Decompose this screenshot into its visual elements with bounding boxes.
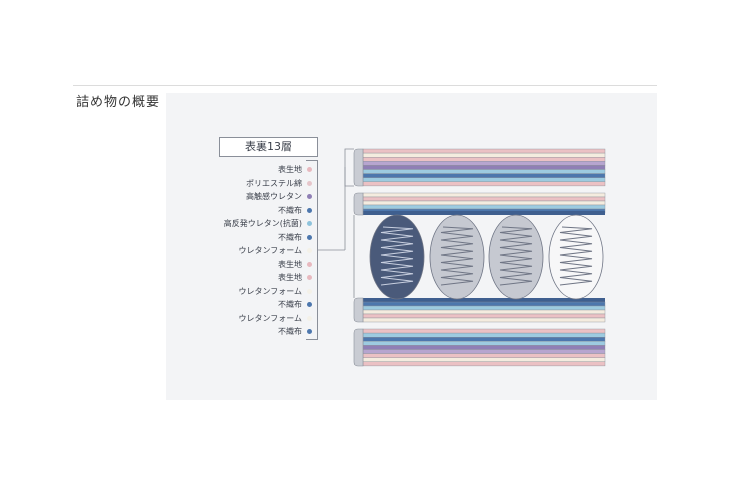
- spring-coil: [559, 226, 593, 286]
- side-cap: [353, 148, 364, 187]
- bottom-stripe-layer: [362, 357, 606, 363]
- legend-color-dot: [307, 315, 312, 321]
- bottom-stripe-layer: [362, 337, 606, 342]
- legend-item: 不織布: [278, 298, 312, 311]
- legend-item: 表生地: [278, 258, 312, 271]
- legend-label: 高触感ウレタン: [246, 192, 302, 201]
- section-divider: [73, 85, 657, 86]
- bottom-stripe-layer: [362, 353, 606, 358]
- lower-inner-stripe-layer: [362, 317, 606, 323]
- legend-color-dot: [307, 275, 312, 280]
- legend-color-dot: [307, 234, 312, 240]
- top-stripe-layer: [362, 173, 606, 178]
- legend-item: 高反発ウレタン(抗菌): [224, 217, 312, 230]
- legend-item: 不織布: [278, 231, 312, 244]
- lower-inner-stripe-layer: [362, 301, 606, 307]
- bottom-stripe-layer: [362, 349, 606, 354]
- legend-color-dot: [307, 221, 312, 226]
- legend-label: ウレタンフォーム: [238, 286, 302, 296]
- legend-label: ウレタンフォーム: [238, 246, 302, 255]
- section-title: 詰め物の概要: [76, 95, 161, 110]
- layer-count-heading: 表裏13層: [219, 137, 318, 157]
- legend-item: 不織布: [278, 325, 312, 338]
- spring-coil: [380, 226, 414, 286]
- legend-color-dot: [307, 302, 312, 307]
- legend-color-dot: [307, 167, 312, 172]
- spring-coil: [499, 226, 533, 286]
- lower-inner-stripe-layer: [362, 309, 606, 315]
- legend-label: ポリエステル綿: [246, 178, 302, 188]
- legend-item: ウレタンフォーム: [238, 285, 312, 298]
- bottom-stripe-layer: [362, 328, 606, 334]
- legend-item: 表生地: [278, 163, 312, 176]
- lower-nonwoven-layer: [363, 298, 605, 302]
- bottom-stripe-layer: [362, 361, 606, 367]
- legend-color-dot: [307, 194, 312, 199]
- legend-label: 不織布: [278, 327, 302, 336]
- upper-inner-stripe-layer: [362, 204, 606, 210]
- side-cap: [353, 297, 364, 323]
- side-cap: [353, 328, 364, 367]
- legend-item: 表生地: [278, 271, 312, 284]
- top-stripe-layer: [362, 152, 606, 158]
- top-stripe-layer: [362, 181, 606, 187]
- top-stripe-layer: [362, 169, 606, 174]
- legend-item: 高触感ウレタン: [246, 190, 312, 203]
- legend-label: 表生地: [278, 165, 302, 174]
- legend-label: 表生地: [278, 273, 302, 282]
- legend-bracket: [306, 160, 318, 340]
- legend-label: 表生地: [278, 259, 302, 269]
- legend-color-dot: [307, 248, 312, 253]
- top-stripe-layer: [362, 156, 606, 162]
- lower-inner-stripe-layer: [362, 313, 606, 319]
- upper-nonwoven-layer: [363, 211, 605, 215]
- legend-item: ウレタンフォーム: [238, 312, 312, 325]
- guide-line: [344, 148, 354, 187]
- legend-item: ポリエステル綿: [246, 177, 312, 190]
- top-stripe-layer: [362, 148, 606, 154]
- upper-inner-stripe-layer: [362, 192, 606, 198]
- lower-inner-stripe-layer: [362, 305, 606, 311]
- legend-color-dot: [307, 207, 312, 213]
- legend-label: ウレタンフォーム: [238, 313, 302, 323]
- bottom-stripe-layer: [362, 332, 606, 338]
- legend-color-dot: [307, 180, 312, 186]
- bottom-stripe-layer: [362, 345, 606, 350]
- legend-label: 不織布: [278, 300, 302, 309]
- legend-color-dot: [307, 288, 312, 294]
- legend-label: 不織布: [278, 232, 302, 242]
- legend-item: 不織布: [278, 204, 312, 217]
- top-stripe-layer: [362, 165, 606, 170]
- legend-item: ウレタンフォーム: [238, 244, 312, 257]
- legend-color-dot: [307, 329, 312, 334]
- side-cap: [353, 192, 364, 216]
- legend-color-dot: [307, 261, 312, 267]
- legend-label: 高反発ウレタン(抗菌): [223, 219, 302, 228]
- upper-inner-stripe-layer: [362, 196, 606, 202]
- top-stripe-layer: [362, 161, 606, 166]
- upper-inner-stripe-layer: [362, 200, 606, 206]
- top-stripe-layer: [362, 177, 606, 182]
- bottom-stripe-layer: [362, 341, 606, 346]
- spring-coil: [440, 226, 474, 286]
- legend-label: 不織布: [278, 205, 302, 215]
